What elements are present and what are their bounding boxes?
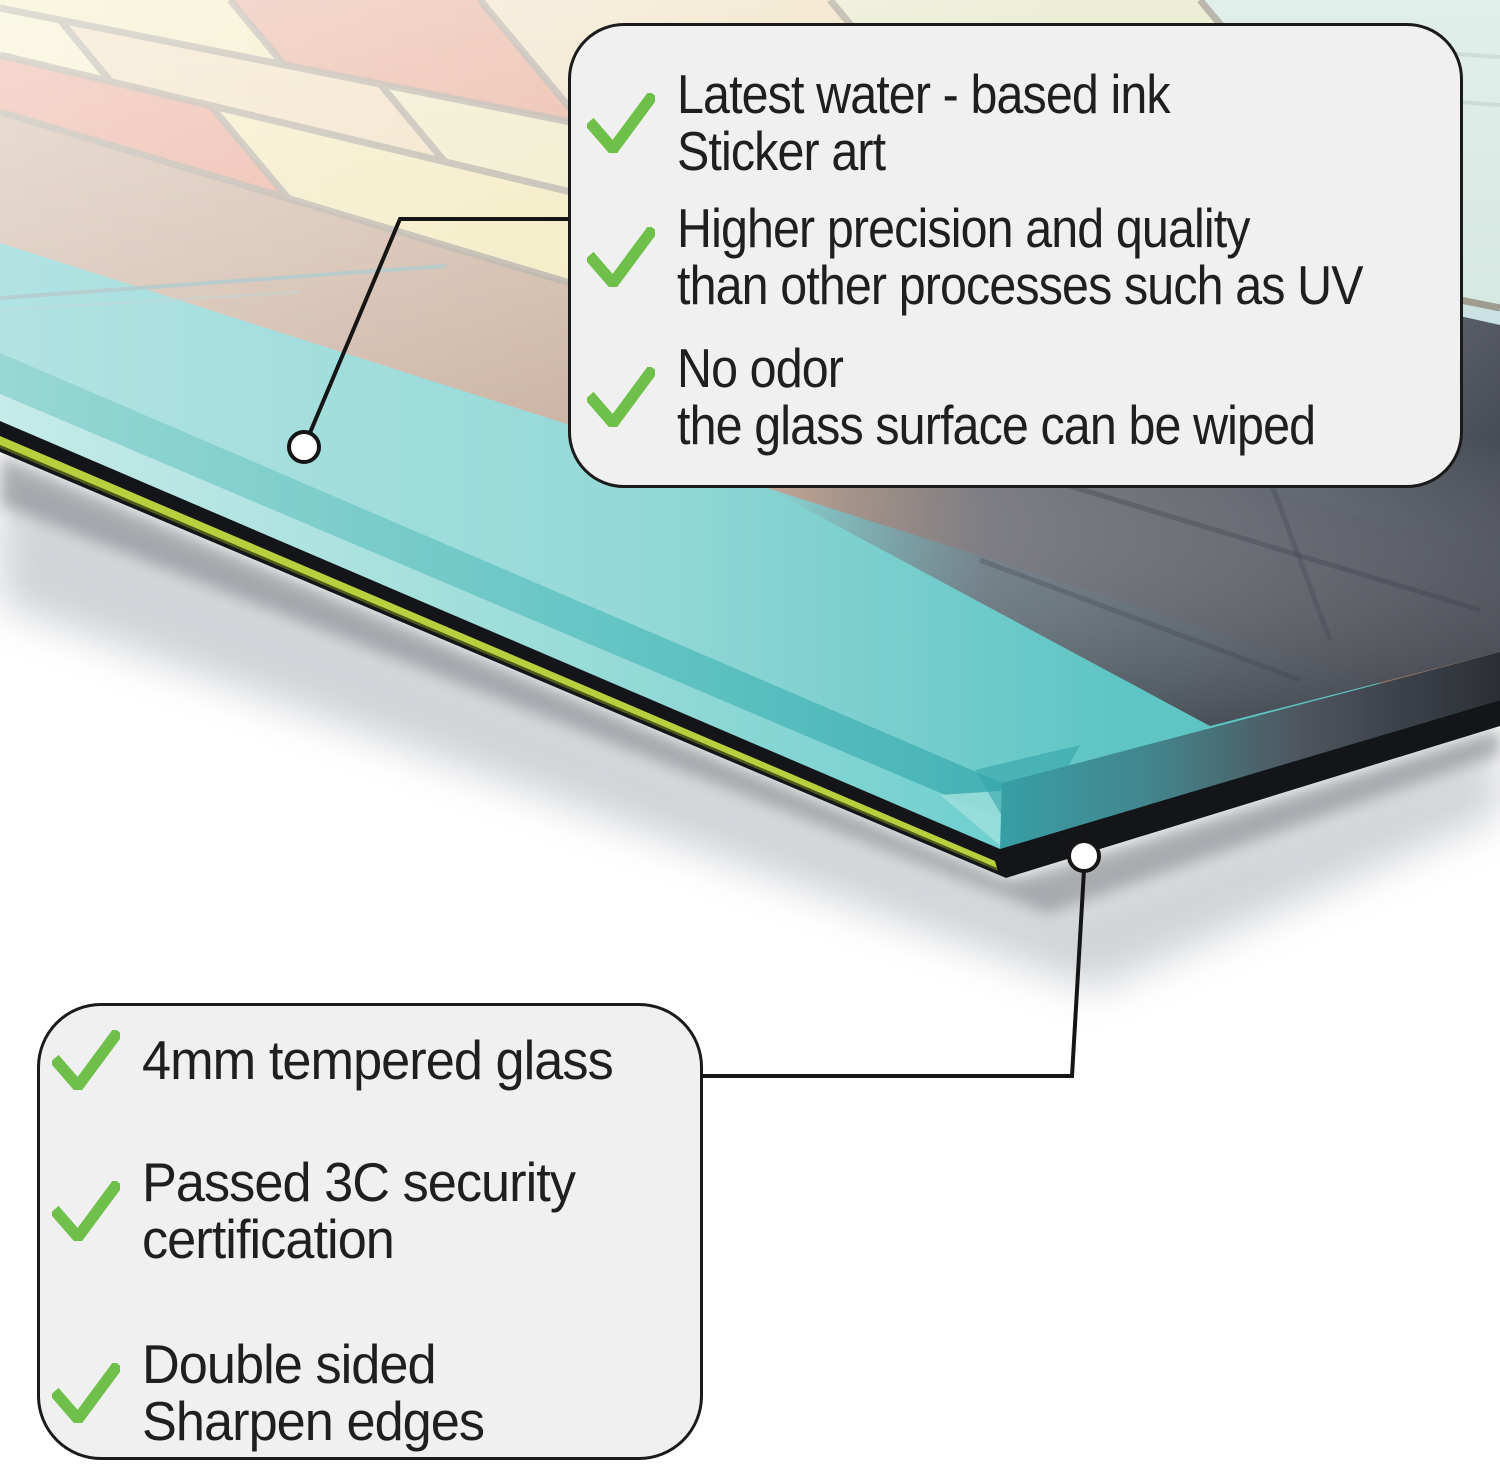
anchor-dot-top [287,430,321,464]
feature-line: Passed 3C security [142,1151,576,1213]
check-icon [52,1181,120,1241]
feature-item: No odor the glass surface can be wiped [587,340,1402,454]
feature-line: Sticker art [677,120,886,182]
feature-line: Sharpen edges [142,1390,485,1452]
feature-item: Passed 3C security certification [52,1154,598,1268]
glass-bevel-step-2 [0,394,1004,849]
glass-bevel-right [1000,652,1500,849]
feature-text: 4mm tempered glass [142,1028,614,1091]
leader-line-top [302,217,568,448]
check-icon [587,93,655,153]
feature-text: Double sided Sharpen edges [142,1333,485,1452]
feature-item: 4mm tempered glass [52,1030,638,1090]
anchor-dot-bottom [1067,839,1101,873]
leader-lines [302,217,1086,1078]
feature-line: than other processes such as UV [677,254,1364,316]
callout-glass-features: 4mm tempered glass Passed 3C security ce… [37,1003,703,1460]
feature-text: Passed 3C security certification [142,1151,576,1270]
feature-text: Higher precision and quality than other … [677,197,1364,316]
glass-edge-stripe [0,436,997,868]
feature-item: Latest water - based ink Sticker art [587,66,1237,180]
leader-line-bottom [703,869,1086,1078]
feature-line: 4mm tempered glass [142,1028,614,1091]
feature-line: certification [142,1208,395,1270]
glass-reflection-lines [0,264,446,312]
callout-printing-features: Latest water - based ink Sticker art Hig… [568,23,1463,488]
feature-item: Higher precision and quality than other … [587,200,1456,314]
glass-bevel-step-1 [0,353,1004,820]
check-icon [52,1363,120,1423]
feature-line: No odor [677,337,844,399]
feature-text: Latest water - based ink Sticker art [677,63,1171,182]
check-icon [52,1030,120,1090]
check-icon [587,227,655,287]
feature-text: No odor the glass surface can be wiped [677,337,1316,456]
glass-edge-stripe-shadow [0,445,998,871]
check-icon [587,367,655,427]
feature-item: Double sided Sharpen edges [52,1336,502,1450]
feature-line: Higher precision and quality [677,197,1251,259]
feature-line: Latest water - based ink [677,63,1171,125]
feature-line: the glass surface can be wiped [677,394,1316,456]
feature-line: Double sided [142,1333,437,1395]
